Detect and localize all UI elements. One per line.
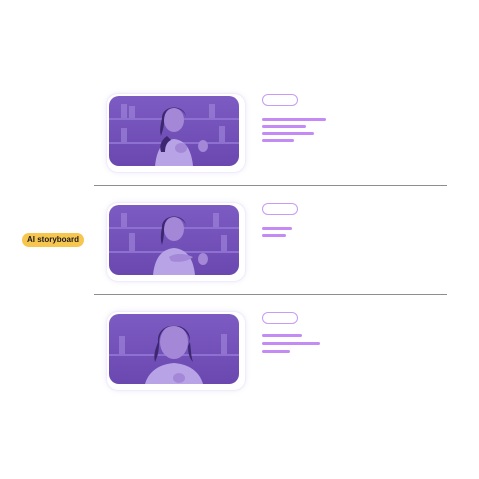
scene-thumbnail-image [109, 96, 239, 166]
scene-thumbnail-frame[interactable] [107, 94, 245, 172]
scene-divider [94, 185, 447, 186]
scene-text-line [262, 227, 292, 230]
scene-text-line [262, 132, 314, 135]
scene-tag-pill[interactable] [262, 94, 298, 106]
scene-thumbnail-image [109, 205, 239, 275]
scene-text-line [262, 234, 286, 237]
scene-text-line [262, 350, 290, 353]
scene-text-line [262, 125, 306, 128]
scene-row-2[interactable] [107, 203, 447, 281]
ai-storyboard-badge: AI storyboard [22, 233, 85, 247]
presenter-figure-icon [153, 216, 208, 275]
scene-thumbnail-frame[interactable] [107, 312, 245, 390]
scene-text-line [262, 139, 294, 142]
scene-row-1[interactable] [107, 94, 447, 172]
scene-text-line [262, 118, 326, 121]
scene-thumbnail-image [109, 314, 239, 384]
scene-text-line [262, 334, 302, 337]
scene-tag-pill[interactable] [262, 312, 298, 324]
scene-text-line [262, 342, 320, 345]
presenter-figure-icon [145, 325, 203, 384]
scene-tag-pill[interactable] [262, 203, 298, 215]
presenter-figure-icon [155, 107, 208, 166]
scene-divider [94, 294, 447, 295]
scene-row-3[interactable] [107, 312, 447, 390]
scene-thumbnail-frame[interactable] [107, 203, 245, 281]
ai-storyboard-badge-label: AI storyboard [27, 235, 80, 244]
